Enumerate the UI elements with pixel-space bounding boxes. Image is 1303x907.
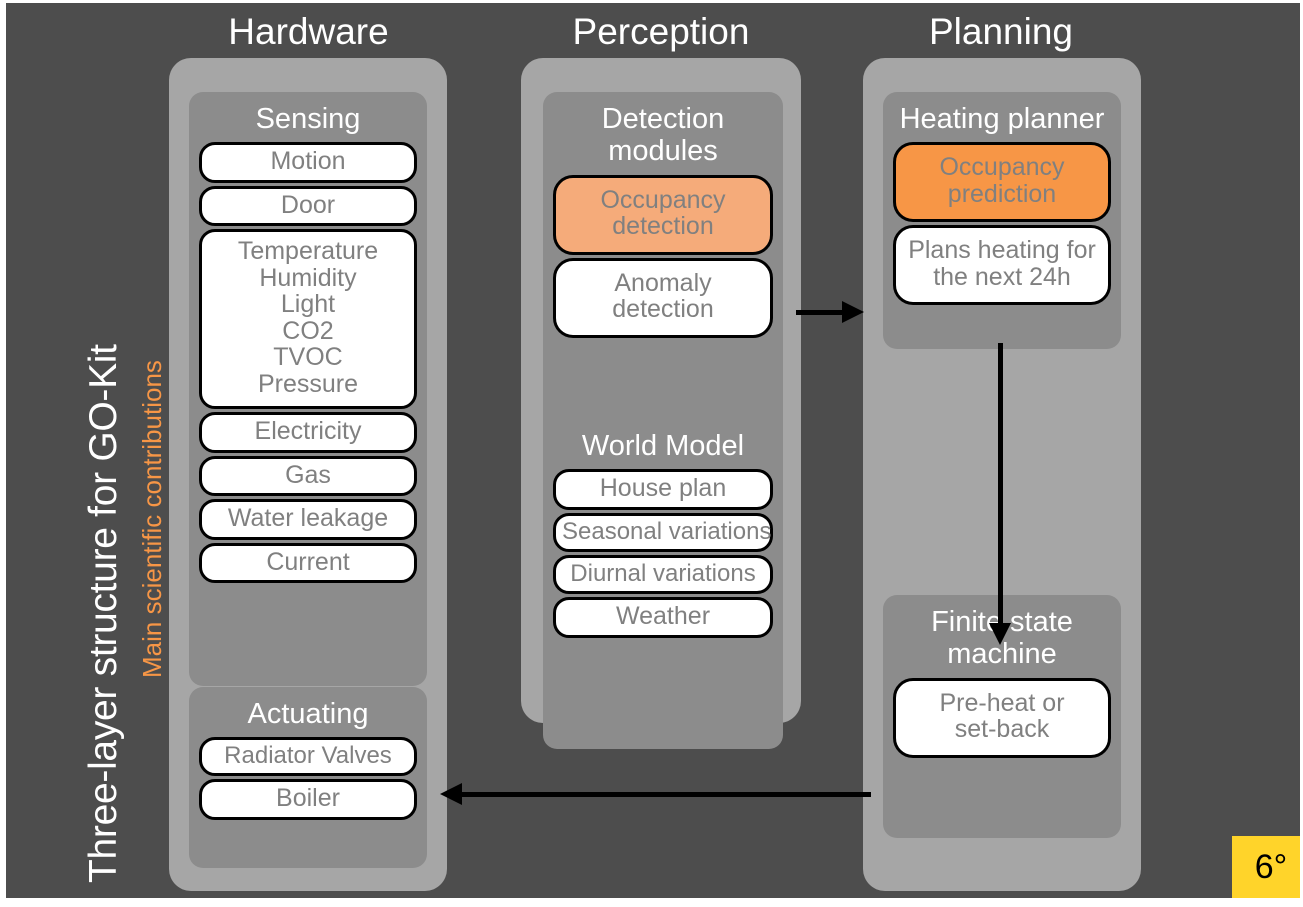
plans-label-line-1: Plans heating for — [908, 236, 1096, 265]
sensor-item-gas[interactable]: Gas — [199, 455, 417, 497]
world-model-item-seasonal-variations[interactable]: Seasonal variations — [553, 512, 773, 552]
preheat-label-line-1: Pre-heat or — [939, 688, 1065, 717]
world-model-item-diurnal-variations[interactable]: Diurnal variations — [553, 554, 773, 595]
arrow-perception-to-planning-head-icon — [842, 301, 864, 323]
arrow-planner-to-fsm-head-icon — [989, 623, 1011, 645]
sensor-label-temperature: Temperature — [237, 237, 379, 266]
detection-item-anomaly-detection[interactable]: Anomaly detection — [553, 257, 773, 338]
column-header-planning: Planning — [928, 11, 1073, 52]
detection-label-line-2: detection — [612, 212, 714, 241]
group-panel-sensing: Sensing Motion Door Temperature Humidity… — [189, 92, 427, 686]
sensor-item-water-leakage[interactable]: Water leakage — [199, 499, 417, 540]
group-panel-heating-planner: Heating planner Occupancy prediction Pla… — [883, 92, 1121, 349]
arrow-planner-to-fsm-line — [998, 343, 1003, 628]
world-model-item-house-plan[interactable]: House plan — [553, 469, 773, 510]
arrow-perception-to-planning-line — [796, 310, 844, 315]
sensor-label-pressure: Pressure — [257, 369, 359, 398]
actuator-item-boiler[interactable]: Boiler — [199, 779, 417, 820]
sensor-label-humidity: Humidity — [259, 263, 357, 292]
group-title-line-2: modules — [608, 134, 718, 167]
group-panel-world-model: World Model House plan Seasonal variatio… — [543, 419, 783, 749]
sensor-label-light: Light — [280, 290, 336, 319]
column-header-perception: Perception — [572, 11, 750, 52]
sensing-item-list: Motion Door Temperature Humidity Light C… — [189, 142, 427, 584]
layer-panel-hardware: Sensing Motion Door Temperature Humidity… — [169, 58, 447, 891]
fsm-item-list: Pre-heat or set-back — [883, 677, 1121, 758]
prediction-label-line-2: prediction — [947, 179, 1057, 208]
prediction-label-line-1: Occupancy — [939, 153, 1065, 182]
plans-label-line-2: the next 24h — [933, 262, 1071, 291]
column-header-hardware: Hardware — [228, 11, 389, 52]
fsm-item-preheat-or-setback[interactable]: Pre-heat or set-back — [893, 677, 1111, 758]
heating-planner-item-list: Occupancy prediction Plans heating for t… — [883, 142, 1121, 306]
sensor-label-tvoc: TVOC — [273, 343, 343, 372]
sensor-item-door[interactable]: Door — [199, 185, 417, 227]
status-badge-temperature: 6° — [1232, 836, 1300, 898]
group-panel-finite-state-machine: Finite state machine Pre-heat or set-bac… — [883, 595, 1121, 838]
layer-panel-planning: Heating planner Occupancy prediction Pla… — [863, 58, 1141, 891]
anomaly-label-line-2: detection — [612, 295, 714, 324]
detection-label-line-1: Occupancy — [600, 185, 726, 214]
sensor-item-motion[interactable]: Motion — [199, 142, 417, 183]
planner-item-occupancy-prediction[interactable]: Occupancy prediction — [893, 142, 1111, 223]
actuating-item-list: Radiator Valves Boiler — [189, 737, 427, 820]
sensor-item-environmental[interactable]: Temperature Humidity Light CO2 TVOC Pres… — [199, 229, 417, 410]
group-title-world-model: World Model — [581, 430, 745, 462]
sensor-item-current[interactable]: Current — [199, 542, 417, 584]
sensor-item-electricity[interactable]: Electricity — [199, 412, 417, 453]
group-title-detection-modules: Detection modules — [543, 98, 783, 175]
layer-panel-perception: Detection modules Occupancy detection An… — [521, 58, 801, 749]
world-model-item-weather[interactable]: Weather — [553, 597, 773, 638]
sensor-label-co2: CO2 — [282, 316, 334, 345]
diagram-canvas: Three-layer structure for GO-Kit Main sc… — [6, 3, 1300, 898]
detection-item-occupancy-detection[interactable]: Occupancy detection — [553, 174, 773, 255]
planner-item-plans-heating[interactable]: Plans heating for the next 24h — [893, 225, 1111, 306]
contributions-legend-label: Main scientific contributions — [137, 360, 167, 678]
actuator-item-radiator-valves[interactable]: Radiator Valves — [199, 737, 417, 777]
group-title-sensing: Sensing — [255, 103, 361, 135]
group-panel-detection-modules: Detection modules Occupancy detection An… — [543, 92, 783, 445]
page-title: Three-layer structure for GO-Kit — [82, 344, 125, 883]
group-title-heating-planner: Heating planner — [899, 103, 1105, 135]
group-title-line-1: Detection — [601, 103, 725, 135]
world-model-item-list: House plan Seasonal variations Diurnal v… — [543, 469, 783, 638]
arrow-planning-to-actuating-line — [456, 792, 871, 797]
preheat-label-line-2: set-back — [954, 715, 1050, 744]
group-panel-actuating: Actuating Radiator Valves Boiler — [189, 687, 427, 868]
anomaly-label-line-1: Anomaly — [614, 268, 712, 297]
detection-item-list: Occupancy detection Anomaly detection — [543, 174, 783, 338]
arrow-planning-to-actuating-head-icon — [440, 783, 462, 805]
group-title-actuating: Actuating — [247, 698, 369, 730]
